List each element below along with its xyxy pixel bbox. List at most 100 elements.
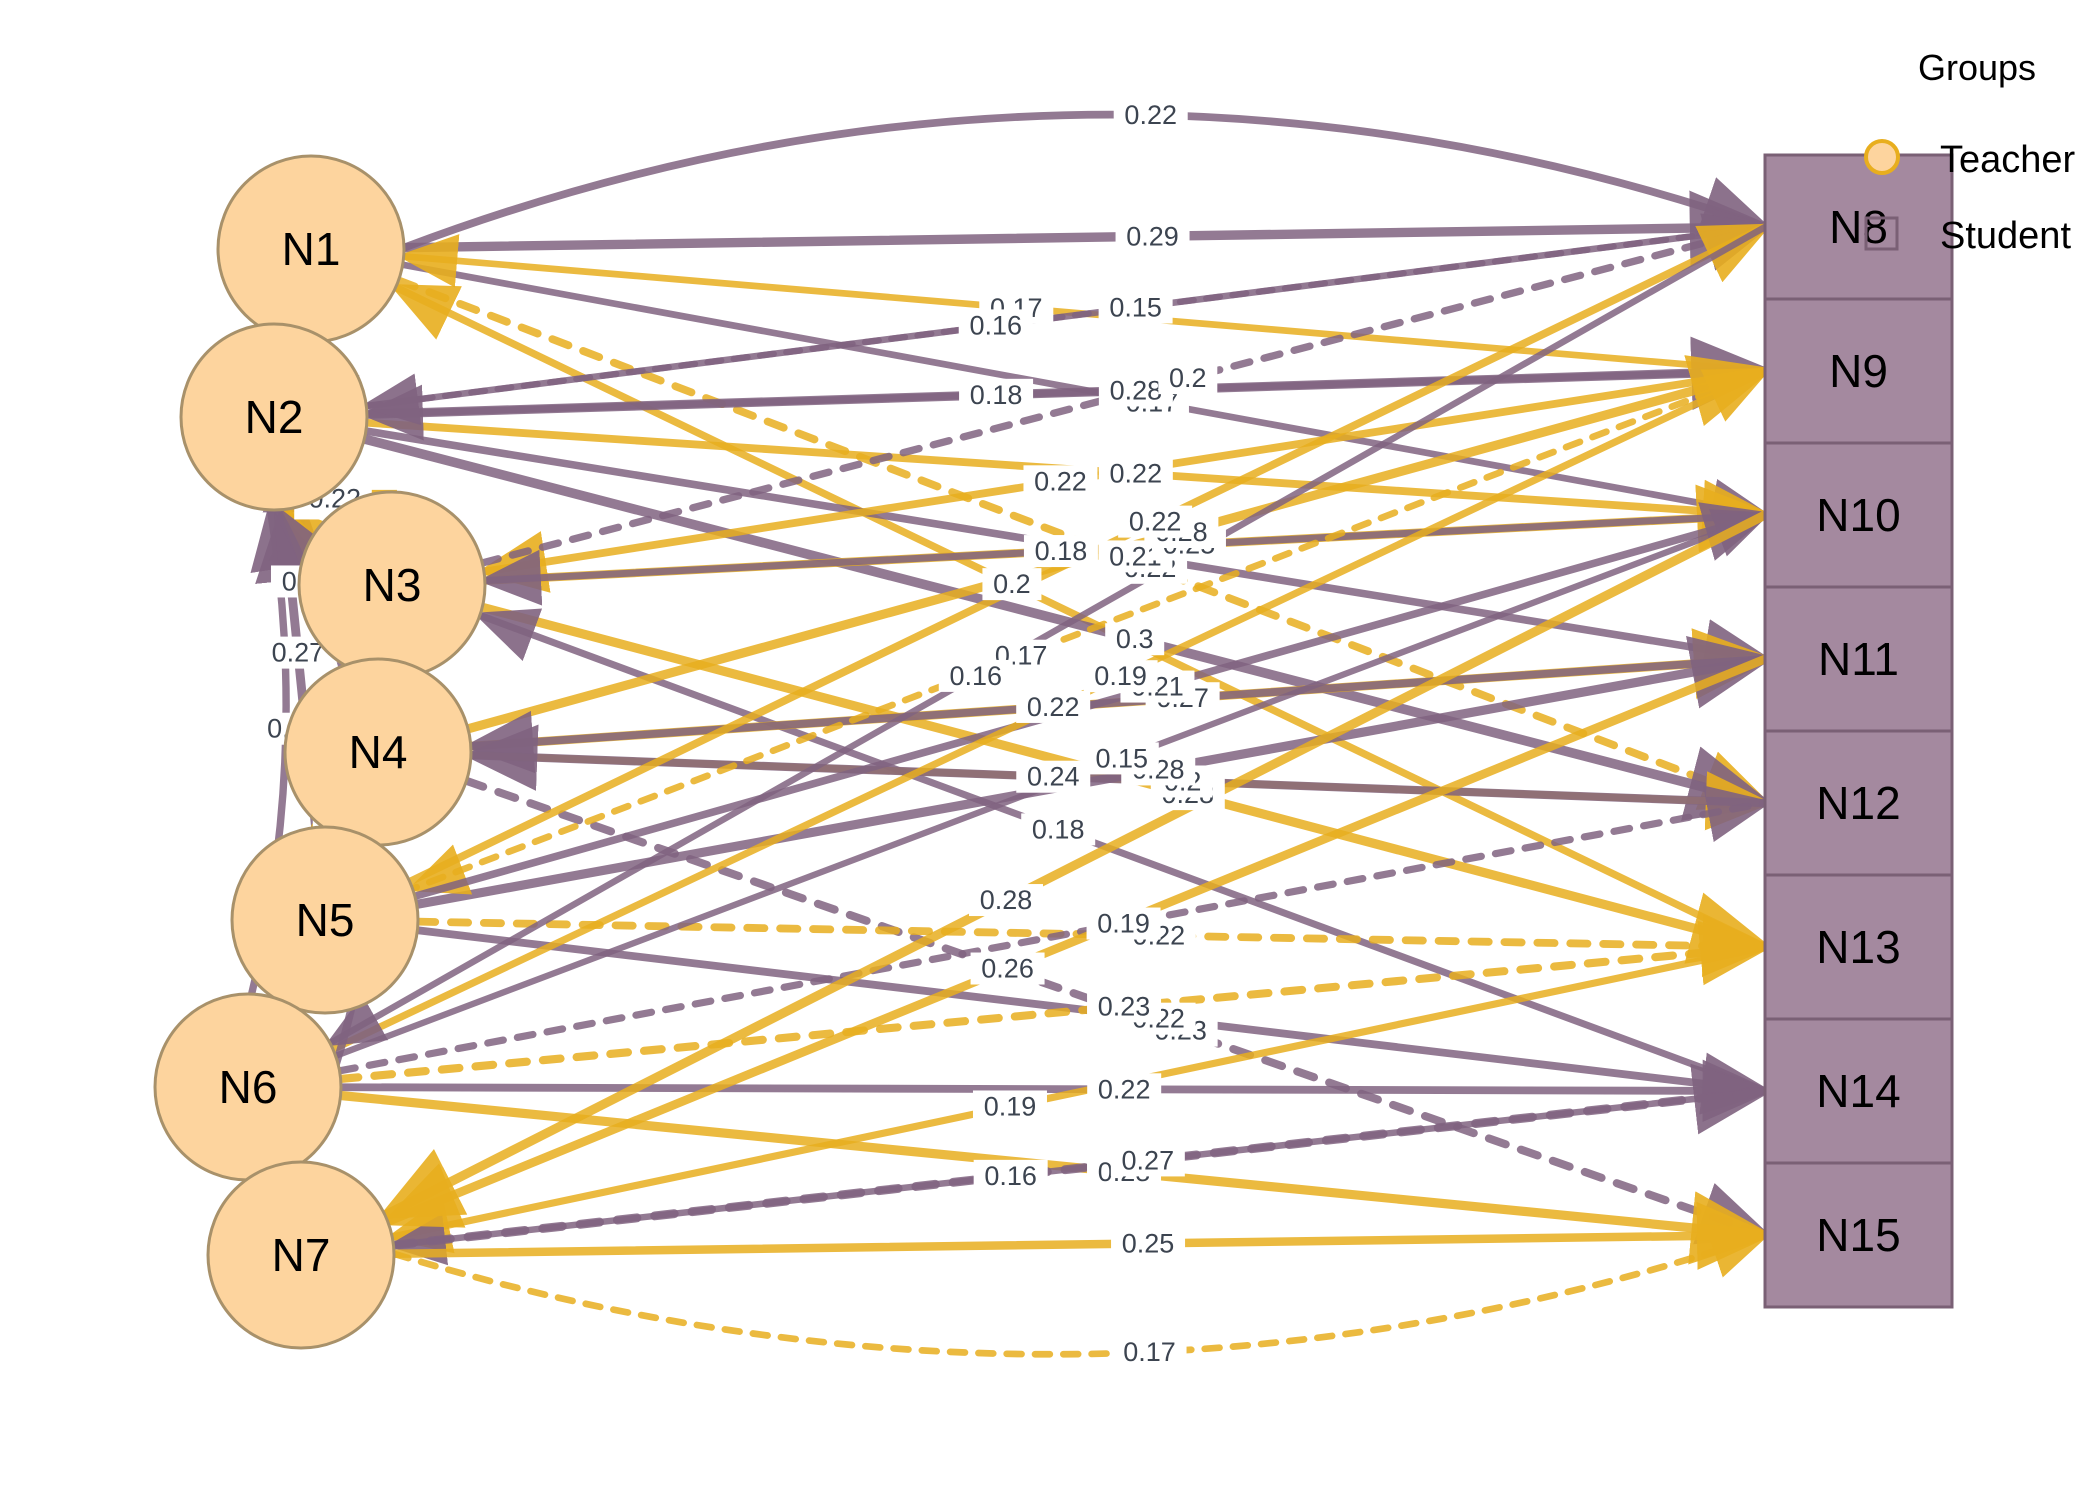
node-n13[interactable]: N13 [1763,873,1954,1021]
node-n9[interactable]: N9 [1763,297,1954,445]
edge-n6-n12 [335,785,1773,1075]
edge-n6-n15 [336,1090,1775,1265]
edge-label-background [1087,1073,1162,1106]
node-n10[interactable]: N10 [1763,441,1954,589]
edge-weight-label: 0.15 [1098,291,1173,324]
edge-weight-label: 0.19 [1083,660,1158,693]
teacher-node-circle [206,1160,396,1350]
edge-n14-n3 [473,608,1769,1095]
edge-weight-text: 0.22 [1027,692,1080,722]
edge-weight-label: 0.2 [1158,362,1218,395]
edge-label-background [1115,220,1190,253]
node-n8[interactable]: N8 [1763,153,1954,301]
edge-label-background [1158,362,1218,395]
edge-weight-label: 0.16 [958,309,1033,342]
edge-n13-n7 [385,943,1769,1254]
edge-weight-text: 0.18 [970,380,1023,410]
edge-n11-n7 [379,654,1770,1228]
node-n11[interactable]: N11 [1763,585,1954,733]
edge-n9-n5 [406,367,1769,895]
edge-weight-text: 0.27 [1122,1145,1175,1175]
node-n15[interactable]: N15 [1763,1161,1954,1309]
edge-label-background [1021,813,1096,846]
edge-label-background [1098,291,1173,324]
edge-weight-text: 0.19 [1094,661,1147,691]
edge-labels-layer: 0.220.290.20.170.170.220.280.220.210.30.… [235,99,1226,1369]
edge-weight-text: 0.3 [1116,624,1154,654]
edge-label-background [1113,99,1188,132]
node-label: N10 [1816,489,1900,541]
edge-label-background [1118,505,1193,538]
node-n5[interactable]: N5 [230,825,420,1015]
node-n14[interactable]: N14 [1763,1017,1954,1165]
edge-n5-n11 [412,635,1775,909]
edge-weight-label: 0.15 [1084,742,1159,775]
edge-n10-n7 [376,510,1770,1220]
node-n7[interactable]: N7 [206,1160,396,1350]
edge-weight-label: 0.24 [1016,760,1091,793]
edge-n6-n13 [336,920,1774,1083]
edge-label-background [1084,742,1159,775]
node-label: N6 [219,1061,278,1113]
node-label: N2 [245,391,304,443]
node-n12[interactable]: N12 [1763,729,1954,877]
node-label: N3 [363,559,422,611]
edge-n6-n14 [337,1059,1773,1123]
edge-weight-label: 0.22 [1016,690,1091,723]
edge-weight-text: 0.22 [1110,458,1163,488]
edge-weight-label: 0.29 [1115,220,1190,253]
edge-weight-label: 0.22 [1098,457,1173,490]
node-label: N1 [282,223,341,275]
edge-weight-text: 0.19 [1097,909,1150,939]
edge-weight-text: 0.22 [1124,100,1177,130]
legend-teacher-circle-icon [1864,139,1900,175]
edge-weight-text: 0.16 [949,661,1002,691]
edge-label-background [1016,760,1091,793]
edge-weight-label: 0.22 [1087,1073,1162,1106]
edge-label-background [958,309,1033,342]
student-node-box [1763,1161,1954,1309]
edge-weight-label: 0.26 [970,952,1045,985]
edge-n7-n15 [390,1226,1772,1358]
edge-weight-text: 0.22 [1098,1074,1151,1104]
teacher-node-circle [230,825,420,1015]
edge-weight-text: 0.16 [969,310,1022,340]
edge-n11-n4 [463,655,1769,774]
edge-n7-n14 [389,1063,1774,1250]
student-node-box [1763,585,1954,733]
edge-label-background [1023,535,1098,568]
student-node-box [1763,873,1954,1021]
edge-label-background [972,1090,1047,1123]
edge-n9-n2 [359,367,1769,441]
edge-weight-text: 0.18 [1032,814,1085,844]
node-n3[interactable]: N3 [297,490,487,680]
student-node-box [1763,1017,1954,1165]
node-label: N14 [1816,1065,1900,1117]
edge-weight-label: 0.22 [1113,99,1188,132]
edge-weight-text: 0.27 [272,638,325,668]
edge-weight-label: 0.27 [1110,1144,1185,1177]
edge-weight-label: 0.16 [938,659,1013,692]
edge-label-background [1023,465,1098,498]
edge-weight-label: 0.2 [982,568,1042,601]
node-label: N4 [349,726,408,778]
node-label: N13 [1816,921,1900,973]
edge-label-background [1098,457,1173,490]
node-n6[interactable]: N6 [153,992,343,1182]
node-n4[interactable]: N4 [283,657,473,847]
edge-weight-text: 0.2 [1169,363,1207,393]
node-n1[interactable]: N1 [216,154,406,344]
edge-weight-label: 0.19 [1086,907,1161,940]
edge-n8-n2 [359,223,1769,426]
node-n2[interactable]: N2 [179,322,369,512]
edge-weight-text: 0.2 [993,569,1031,599]
edge-weight-label: 0.18 [1021,813,1096,846]
edge-n7-n15 [389,1201,1774,1270]
edge-weight-text: 0.28 [1110,375,1163,405]
edge-label-background [1111,1227,1186,1260]
edge-weight-text: 0.24 [1027,762,1080,792]
node-label: N9 [1829,345,1888,397]
student-node-box [1763,441,1954,589]
edge-weight-label: 0.25 [1111,1227,1186,1260]
